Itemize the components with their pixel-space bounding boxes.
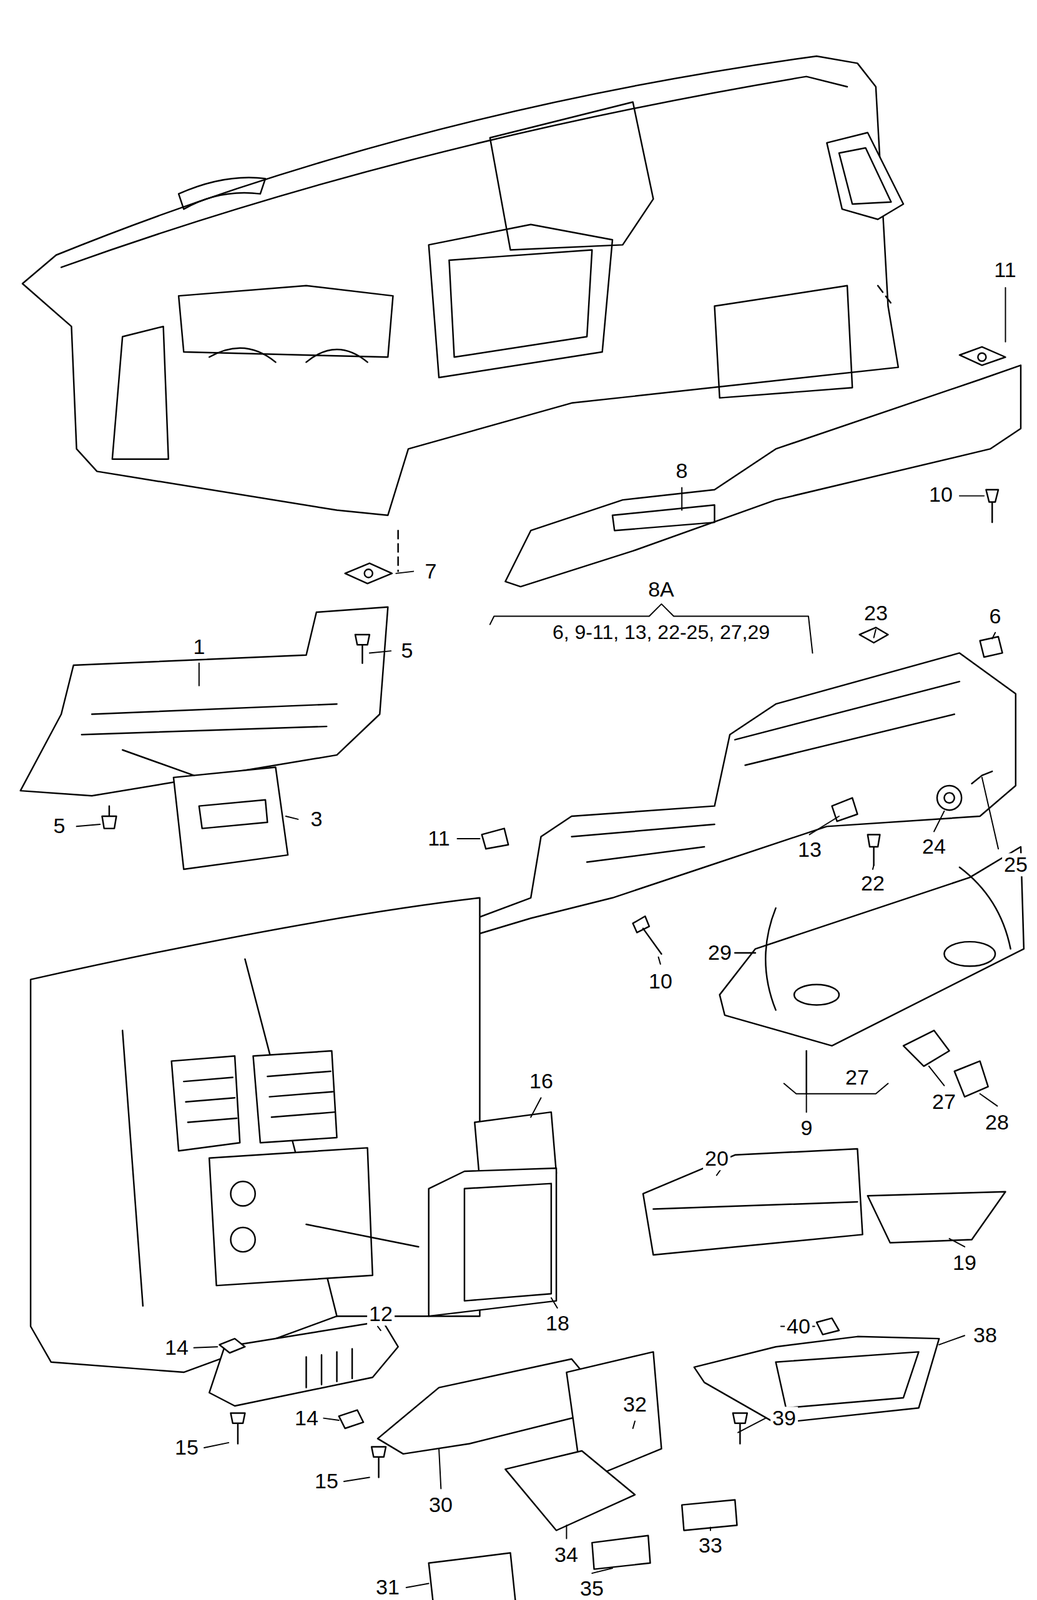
callout-number: 30: [427, 1494, 455, 1518]
callout-number: 15: [312, 1470, 341, 1494]
callout-number: 11: [992, 258, 1018, 282]
callout-number: 27: [843, 1066, 871, 1090]
callout-number: 35: [578, 1577, 606, 1600]
callout-number: 31: [373, 1576, 402, 1600]
callout-number: 6: [987, 604, 1004, 629]
callout-number: 14: [292, 1407, 321, 1431]
callout-number: 1: [191, 635, 208, 659]
callout-number: 19: [950, 1251, 979, 1275]
part-38: [694, 1337, 939, 1425]
callout-number: 5: [399, 639, 416, 663]
callout-number: 23: [862, 601, 890, 625]
callout-number: 11: [425, 827, 452, 851]
callout-number: 5: [51, 814, 68, 838]
dashboard-lower: [30, 898, 480, 1373]
callout-number: 15: [172, 1436, 201, 1460]
part-35: [591, 1536, 650, 1571]
callout-number: 24: [920, 835, 948, 859]
callout-number: 22: [859, 872, 887, 896]
callout-number: 7: [423, 560, 439, 584]
part-33: [681, 1500, 737, 1531]
callout-number: 10: [646, 970, 675, 994]
callout-number: 18: [543, 1312, 572, 1336]
group-bracket: [784, 1083, 889, 1094]
callout-number: 38: [971, 1324, 999, 1348]
group-bracket: [490, 604, 813, 654]
group-contents: 6, 9-11, 13, 22-25, 27,29: [550, 621, 772, 644]
part-1-cover: [20, 607, 389, 797]
callout-number: 8: [674, 459, 690, 483]
part-19: [867, 1192, 1006, 1244]
callout-number: 14: [162, 1336, 191, 1360]
callout-number: 32: [621, 1393, 649, 1417]
callout-number: 3: [309, 807, 325, 831]
callout-number: 12: [367, 1302, 395, 1327]
part-3-panel: [173, 767, 288, 871]
callout-number: 13: [796, 838, 824, 862]
callout-number: 39: [770, 1407, 798, 1431]
part-9-lid: [719, 847, 1024, 1047]
callout-number: 28: [983, 1111, 1011, 1135]
part-8-trim: [505, 365, 1021, 587]
part-12: [209, 1321, 398, 1407]
callout-number: 20: [702, 1147, 731, 1171]
part-20: [643, 1149, 863, 1256]
callout-number: 16: [527, 1070, 556, 1094]
callout-number: 40: [784, 1315, 813, 1339]
callout-number: 27: [930, 1090, 958, 1114]
callout-number: 34: [552, 1543, 580, 1568]
part-34: [505, 1451, 635, 1532]
callout-number: 8A: [646, 578, 677, 602]
callout-number: 10: [927, 483, 955, 507]
callout-number: 9: [799, 1116, 815, 1141]
callout-number: 29: [706, 941, 734, 965]
dashboard-upper: [22, 56, 899, 516]
part-18: [428, 1168, 557, 1317]
callout-number: 25: [1002, 853, 1030, 877]
clip-7: [345, 563, 393, 585]
callout-number: 33: [696, 1534, 725, 1558]
part-31: [428, 1553, 516, 1600]
clip-11: [959, 347, 1006, 366]
